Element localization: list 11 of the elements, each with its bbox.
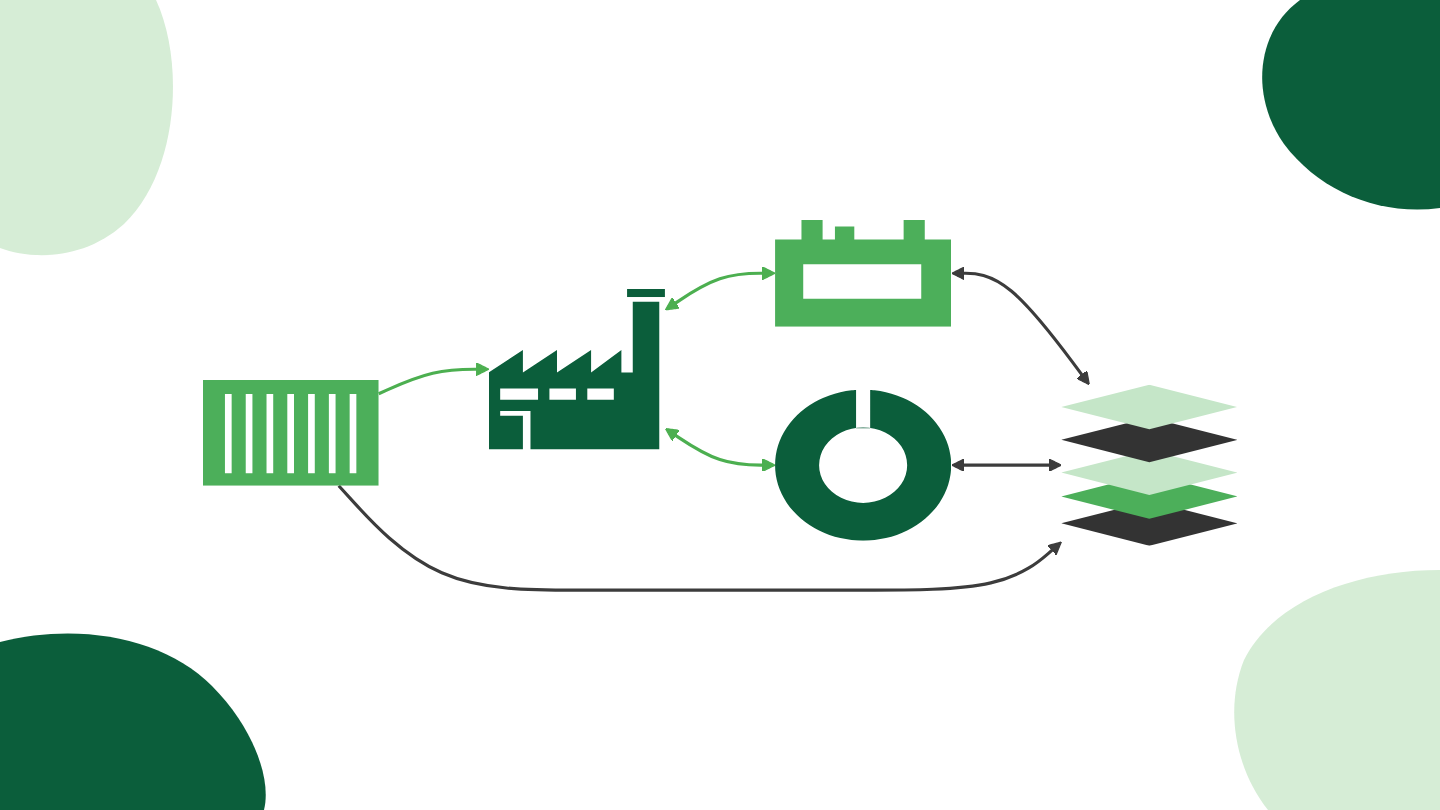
container-icon bbox=[202, 380, 379, 486]
arrow bbox=[337, 484, 1062, 592]
layers-icon bbox=[1061, 384, 1238, 546]
arrow bbox=[378, 362, 490, 396]
arrow bbox=[951, 266, 1090, 386]
factory-icon bbox=[488, 289, 665, 450]
arrow bbox=[664, 428, 776, 473]
arrow bbox=[664, 266, 776, 311]
ring-icon bbox=[775, 389, 952, 541]
arrow bbox=[951, 458, 1062, 473]
battery-icon bbox=[775, 219, 952, 327]
